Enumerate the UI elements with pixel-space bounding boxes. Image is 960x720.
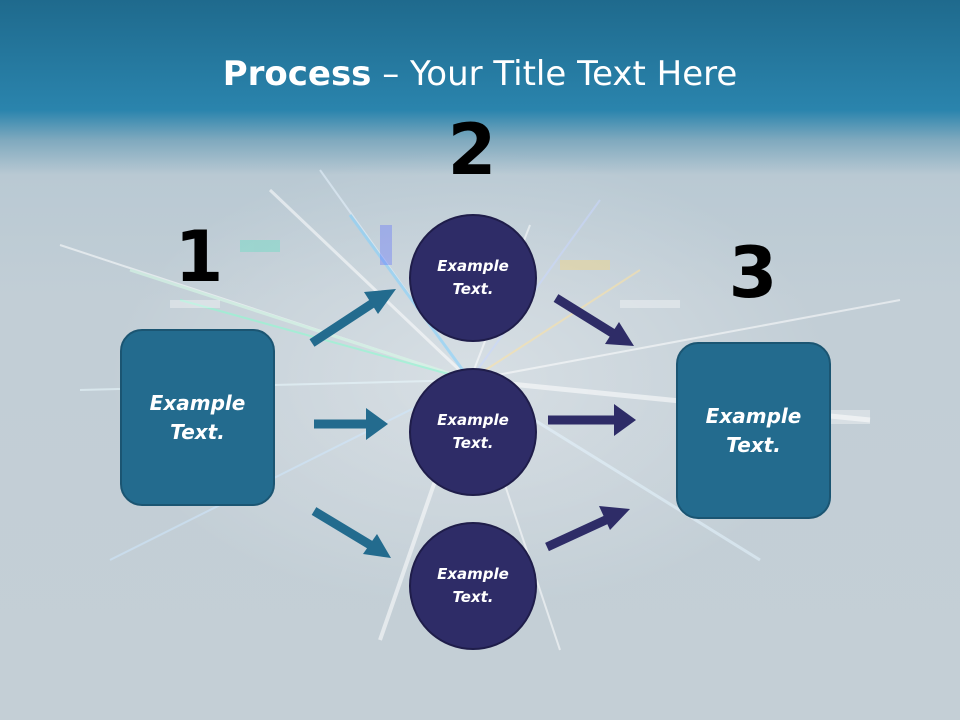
arrow-left-up	[309, 289, 396, 347]
slide-title: Process – Your Title Text Here	[0, 52, 960, 96]
arrow-left-middle	[314, 408, 388, 440]
title-rest: – Your Title Text Here	[371, 54, 738, 94]
step-number-2: 2	[447, 109, 497, 191]
step-box-1-label: Example Text.	[149, 390, 246, 444]
step-box-3-label: Example Text.	[705, 403, 802, 457]
step-box-1: Example Text.	[120, 329, 275, 506]
arrow-right-up	[545, 506, 630, 552]
title-bold: Process	[222, 54, 372, 94]
arrow-left-down	[311, 507, 391, 558]
circle-top-label: Example Text.	[437, 257, 509, 298]
arrow-right-down	[553, 294, 634, 346]
circle-bottom: Example Text.	[409, 522, 537, 650]
circle-middle: Example Text.	[409, 368, 537, 496]
step-number-3: 3	[728, 232, 778, 314]
arrow-right-middle	[548, 404, 636, 436]
circle-top: Example Text.	[409, 214, 537, 342]
circle-middle-label: Example Text.	[437, 411, 509, 452]
step-box-3: Example Text.	[676, 342, 831, 519]
step-number-1: 1	[174, 216, 224, 298]
circle-bottom-label: Example Text.	[437, 565, 509, 606]
